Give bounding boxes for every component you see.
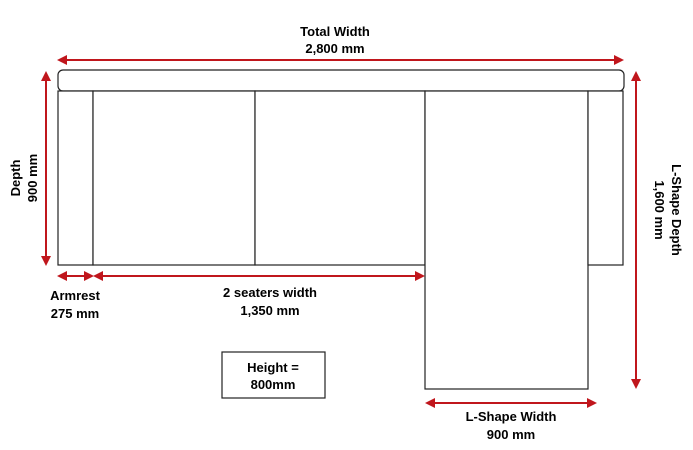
seat-cushion-1 <box>92 90 256 266</box>
total-width-title: Total Width <box>300 24 370 39</box>
armrest-title: Armrest <box>50 288 101 303</box>
total-width-dimension <box>57 55 624 65</box>
right-armrest <box>587 90 624 266</box>
seaters-width-title: 2 seaters width <box>223 285 317 300</box>
depth-dimension <box>41 71 51 266</box>
height-line-1: Height = <box>247 360 299 375</box>
l-shape-width-dimension <box>425 398 597 408</box>
l-shape-width-value: 900 mm <box>487 427 535 442</box>
height-box <box>221 351 326 399</box>
sofa-backrest <box>57 69 625 92</box>
l-shape-depth-value: 1,600 mm <box>652 180 667 239</box>
chaise-section <box>424 90 589 390</box>
total-width-value: 2,800 mm <box>305 41 364 56</box>
left-armrest <box>57 90 94 266</box>
depth-value: 900 mm <box>25 154 40 202</box>
seaters-width-value: 1,350 mm <box>240 303 299 318</box>
depth-title: Depth <box>8 160 23 197</box>
seat-cushion-2 <box>254 90 426 266</box>
l-shape-depth-title: L-Shape Depth <box>669 164 684 256</box>
armrest-value: 275 mm <box>51 306 99 321</box>
l-shape-depth-dimension <box>631 71 641 389</box>
seaters-width-dimension <box>93 271 425 281</box>
l-shape-width-title: L-Shape Width <box>466 409 557 424</box>
height-line-2: 800mm <box>251 377 296 392</box>
sofa-outline <box>57 69 625 390</box>
armrest-dimension <box>57 271 94 281</box>
